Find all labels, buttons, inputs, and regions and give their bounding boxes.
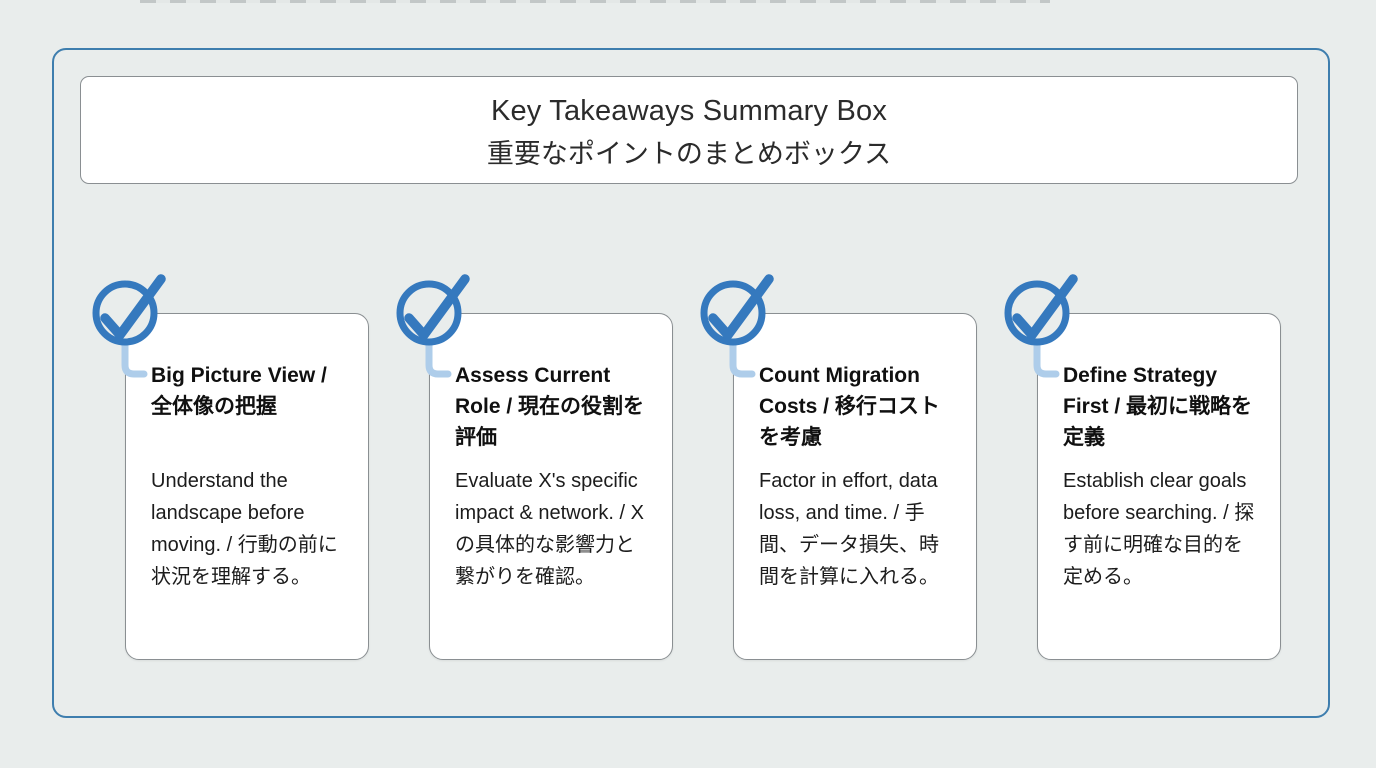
- header-title-en: Key Takeaways Summary Box: [490, 95, 888, 127]
- top-edge-artifact: [140, 0, 1050, 3]
- card-title: Assess Current Role / 現在の役割を評価: [455, 364, 645, 449]
- elbow-connector: [1033, 335, 1060, 378]
- card-body: Understand the landscape before moving. …: [151, 470, 338, 588]
- header-box: Key Takeaways Summary Box 重要なポイントのまとめボック…: [80, 76, 1298, 184]
- elbow-connector: [729, 335, 756, 378]
- takeaway-card-4: Define Strategy First / 最初に戦略を定義 Establi…: [1004, 274, 1281, 660]
- check-mark: [1012, 274, 1078, 340]
- elbow-connector: [121, 335, 148, 378]
- takeaway-card-3: Count Migration Costs / 移行コストを考慮 Factor …: [700, 274, 977, 660]
- card-body: Evaluate X's specific impact & network. …: [455, 470, 644, 588]
- check-circle-icon: [92, 274, 166, 378]
- card-title: Define Strategy First / 最初に戦略を定義: [1063, 364, 1253, 449]
- header-title-ja: 重要なポイントのまとめボックス: [486, 139, 892, 169]
- card-body: Factor in effort, data loss, and time. /…: [759, 470, 939, 588]
- card-title: Big Picture View / 全体像の把握: [151, 364, 327, 418]
- elbow-connector: [425, 335, 452, 378]
- check-circle-icon: [396, 274, 470, 378]
- takeaway-card-1: Big Picture View / 全体像の把握 Understand the…: [92, 274, 369, 660]
- card-body: Establish clear goals before searching. …: [1063, 470, 1255, 588]
- card-title: Count Migration Costs / 移行コストを考慮: [759, 364, 940, 449]
- cards-row: Big Picture View / 全体像の把握 Understand the…: [92, 274, 1281, 660]
- check-mark: [100, 274, 166, 340]
- check-mark: [708, 274, 774, 340]
- summary-frame: Key Takeaways Summary Box 重要なポイントのまとめボック…: [52, 48, 1330, 718]
- check-mark: [404, 274, 470, 340]
- check-circle-icon: [700, 274, 774, 378]
- takeaway-card-2: Assess Current Role / 現在の役割を評価 Evaluate …: [396, 274, 673, 660]
- check-circle-icon: [1004, 274, 1078, 378]
